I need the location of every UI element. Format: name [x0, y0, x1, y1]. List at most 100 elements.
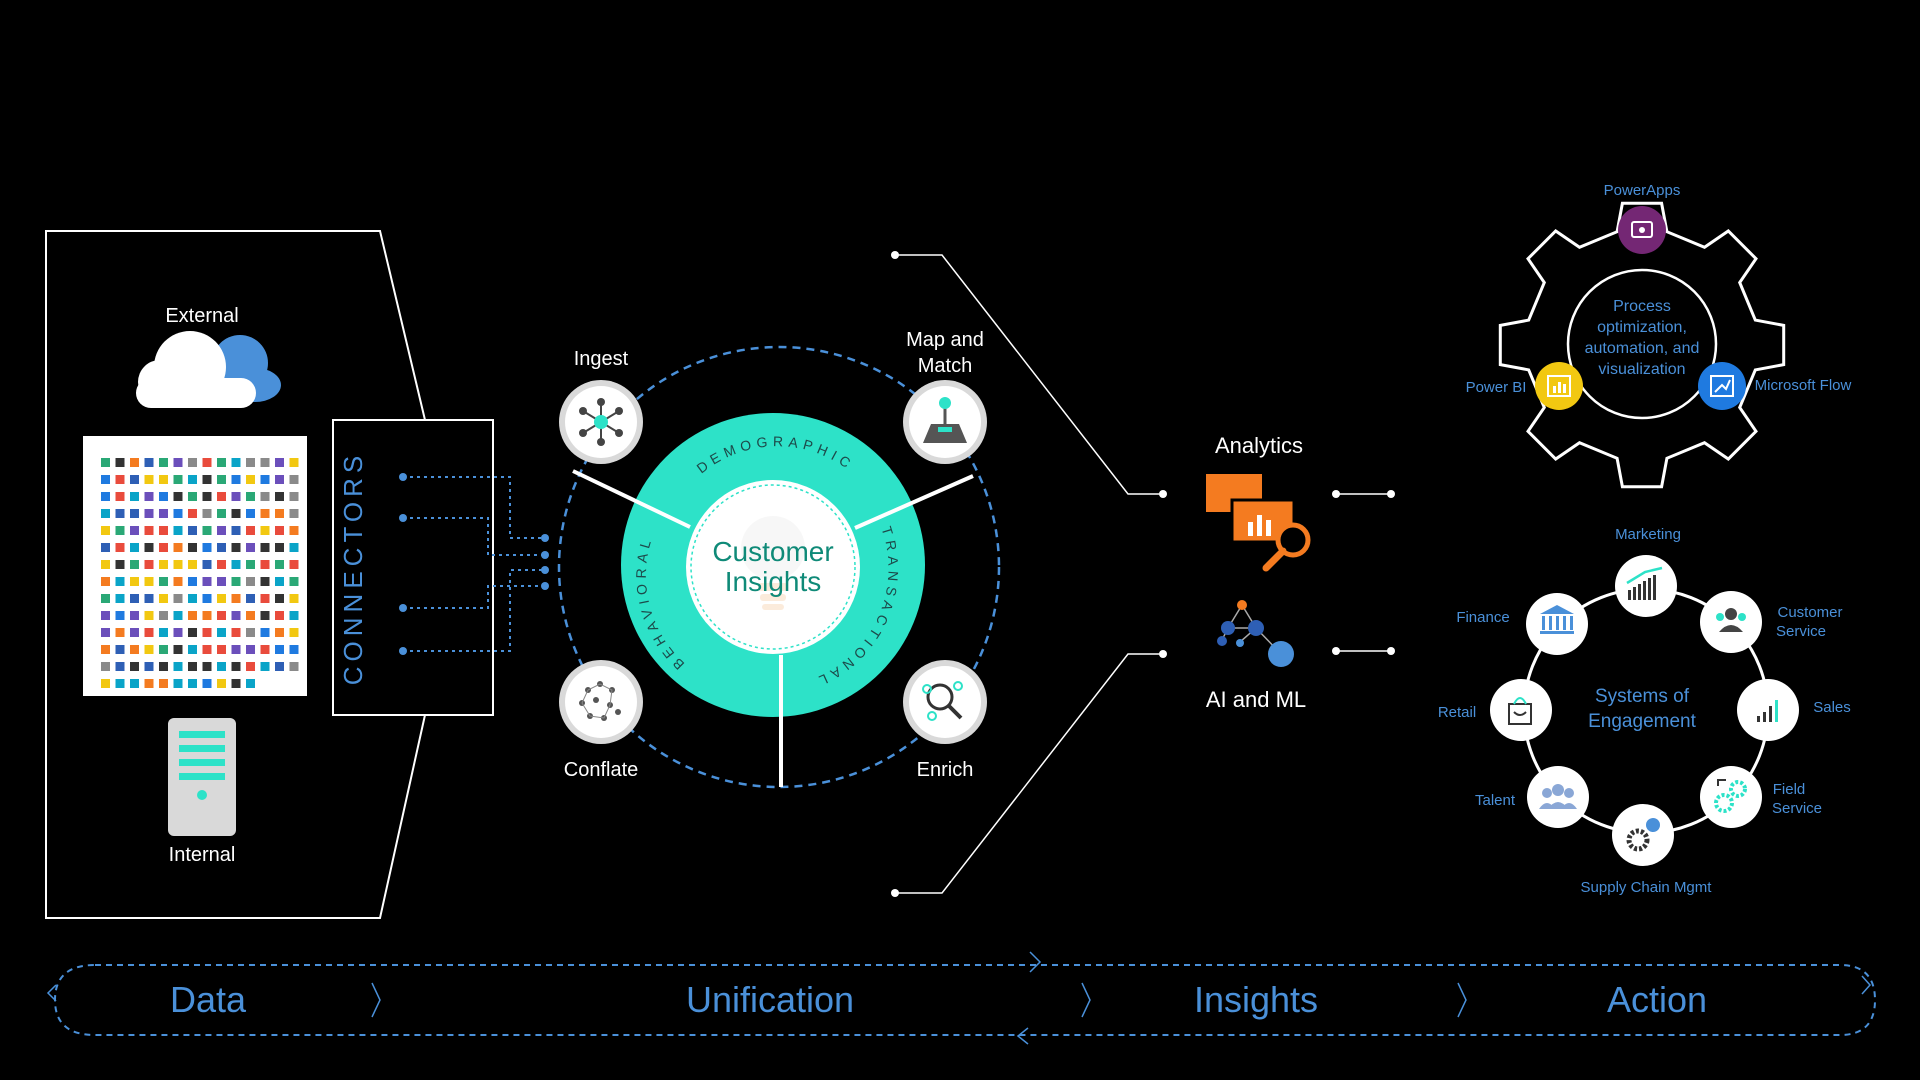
svg-text:visualization: visualization	[1598, 361, 1685, 378]
connector-icons-grid	[101, 458, 299, 688]
phase-chevrons	[46, 951, 1872, 1045]
connector-logo	[275, 543, 284, 552]
map-match-label-2: Match	[918, 355, 972, 377]
powerbi-label: Power BI	[1466, 379, 1527, 396]
connector-logo	[289, 509, 299, 518]
connector-logo	[275, 458, 284, 467]
connector-logo	[246, 492, 255, 501]
unification-section: Customer Insights DEMOGRAPHIC TRANSACTIO…	[557, 329, 1001, 789]
gears-icon	[1714, 779, 1747, 813]
connector-logo	[115, 475, 125, 484]
connector-logo	[246, 509, 255, 518]
connector-logo	[144, 458, 154, 467]
connector-logo	[217, 611, 226, 620]
chart-up-icon	[1626, 566, 1663, 600]
action-section: Process optimization, automation, and vi…	[1438, 182, 1852, 896]
connector-logo	[260, 526, 270, 535]
center-disc	[686, 480, 860, 654]
connector-logo	[289, 611, 299, 620]
connector-logo	[130, 560, 139, 569]
connector-logo	[275, 509, 284, 518]
customer-service-label-1: Customer	[1777, 604, 1842, 621]
microsoft-flow-label: Microsoft Flow	[1755, 377, 1852, 394]
connector-logo	[275, 645, 284, 654]
connector-logo	[231, 543, 241, 552]
connector-logo	[173, 560, 183, 569]
map-pin-icon	[923, 397, 967, 443]
insights-section: Analytics AI and ML	[1206, 433, 1395, 712]
connector-logo	[289, 628, 299, 637]
connector-logo	[202, 492, 212, 501]
connector-logo	[188, 458, 197, 467]
connector-logo	[159, 509, 168, 518]
connector-logo	[173, 458, 183, 467]
connector-logo	[217, 594, 226, 603]
magnifier-icon	[922, 681, 963, 721]
connector-logo	[188, 679, 197, 688]
connector-logo	[188, 492, 197, 501]
connector-logo	[289, 458, 299, 467]
connector-logo	[130, 594, 139, 603]
connector-logo	[173, 645, 183, 654]
connector-logo	[101, 577, 110, 586]
powerbi-icon	[1535, 362, 1583, 410]
bank-icon	[1540, 605, 1574, 634]
connector-logo	[275, 475, 284, 484]
connector-logo	[188, 475, 197, 484]
connector-logo	[246, 458, 255, 467]
connector-logo	[260, 611, 270, 620]
connector-logo	[159, 475, 168, 484]
connector-logo	[202, 628, 212, 637]
customer-insights-title-1: Customer	[712, 536, 833, 567]
connector-logo	[231, 645, 241, 654]
connector-logo	[144, 594, 154, 603]
marketing-node	[1615, 555, 1677, 617]
connector-logo	[115, 679, 125, 688]
svg-text:Process: Process	[1613, 298, 1671, 315]
connector-logo	[173, 594, 183, 603]
connector-logo	[101, 645, 110, 654]
analytics-icon	[1206, 474, 1311, 572]
connector-logo	[159, 543, 168, 552]
connector-logo	[260, 577, 270, 586]
connector-logo	[188, 509, 197, 518]
connector-logo	[231, 475, 241, 484]
external-label: External	[165, 305, 238, 327]
connector-logo	[217, 645, 226, 654]
analytics-label: Analytics	[1215, 433, 1303, 458]
connector-logo	[144, 509, 154, 518]
connector-logo	[217, 543, 226, 552]
supply-chain-node	[1612, 804, 1674, 866]
connector-logo	[101, 662, 110, 671]
connector-logo	[202, 509, 212, 518]
connector-logo	[130, 543, 139, 552]
connector-logo	[260, 662, 270, 671]
connectors-box	[332, 419, 494, 716]
conflate-step	[559, 660, 643, 744]
connector-logo	[202, 526, 212, 535]
map-match-label-1: Map and	[906, 329, 984, 351]
connector-logo	[275, 594, 284, 603]
connector-logo	[101, 458, 110, 467]
connector-logo	[202, 611, 212, 620]
bracket-dots	[891, 251, 1167, 897]
connector-logo	[173, 628, 183, 637]
connector-logo	[289, 492, 299, 501]
connector-dots	[399, 473, 549, 655]
connector-logo	[217, 628, 226, 637]
enrich-label: Enrich	[917, 759, 974, 781]
connector-logo	[144, 543, 154, 552]
connector-logo	[159, 492, 168, 501]
connector-logo	[246, 475, 255, 484]
connector-logo	[217, 577, 226, 586]
connector-logo	[144, 645, 154, 654]
connector-logo	[144, 560, 154, 569]
connector-logo	[144, 492, 154, 501]
connector-logo	[202, 475, 212, 484]
connector-logo	[130, 492, 139, 501]
connector-logo	[159, 679, 168, 688]
connector-logo	[202, 645, 212, 654]
retail-node	[1490, 679, 1552, 741]
connector-logo	[173, 526, 183, 535]
connector-logo	[217, 679, 226, 688]
